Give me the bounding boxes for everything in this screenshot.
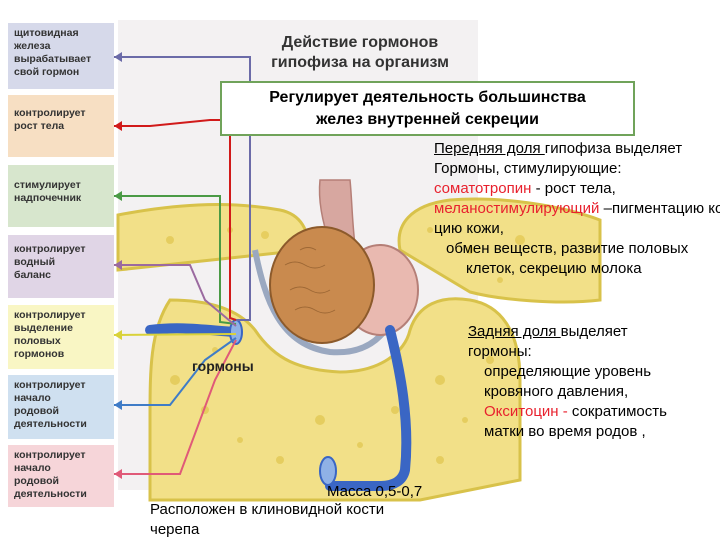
box-growth-line-1: контролирует bbox=[14, 107, 86, 119]
connector-sex bbox=[113, 333, 237, 336]
location-line-2: черепа bbox=[150, 521, 200, 538]
anterior-line-3-rest: - рост тела, bbox=[535, 180, 616, 197]
melanostimulating-label: меланостимулирующий bbox=[434, 200, 600, 217]
posterior-heading: Задняя доля bbox=[468, 323, 561, 340]
oxytocin-label: Окситоцин - bbox=[484, 403, 568, 420]
anterior-line-1: Передняя доля гипофиза выделяет bbox=[434, 139, 720, 159]
box-water: контролирует водный баланс bbox=[8, 235, 114, 298]
arrowheads bbox=[114, 52, 122, 479]
posterior-line-1-rest: выделяет bbox=[560, 323, 628, 340]
box-adrenal: стимулирует надпочечник bbox=[8, 165, 114, 227]
box-labor1-line-3: родовой bbox=[14, 405, 59, 417]
banner-line-2: желез внутренней секреции bbox=[316, 111, 539, 128]
anterior-line-4-rest: –пигментацию кожи, bbox=[603, 200, 720, 217]
anterior-heading: Передняя доля bbox=[434, 140, 545, 157]
posterior-line-1: Задняя доля выделяет bbox=[468, 322, 667, 342]
anterior-line-5: цию кожи, bbox=[434, 220, 504, 237]
box-labor2-line-4: деятельности bbox=[14, 488, 87, 500]
posterior-line-5: Окситоцин - сократимость bbox=[468, 402, 667, 422]
bone-sella bbox=[148, 297, 522, 502]
vessel-right bbox=[325, 325, 412, 491]
box-labor2-line-2: начало bbox=[14, 462, 51, 474]
posterior-lobe-text: Задняя доля выделяет гормоны: определяющ… bbox=[468, 322, 667, 442]
anterior-line-6: обмен веществ, развитие половых bbox=[446, 240, 689, 257]
connector-thyroid bbox=[114, 56, 251, 321]
box-thyroid-line-2: железа bbox=[14, 40, 51, 52]
anterior-lobe bbox=[269, 226, 375, 344]
anterior-line-1-rest: гипофиза выделяет bbox=[544, 140, 683, 157]
anterior-line-4: меланостимулирующий –пигментацию кожи, bbox=[434, 199, 720, 219]
box-sex-line-3: половых bbox=[14, 335, 61, 347]
box-sex-hormones: контролирует выделение половых гормонов bbox=[8, 305, 114, 369]
anterior-line-7: клеток, секрецию молока bbox=[466, 260, 642, 277]
box-labor2-line-1: контролирует bbox=[14, 449, 86, 461]
box-labor1-line-1: контролирует bbox=[14, 379, 86, 391]
posterior-line-2: гормоны: bbox=[468, 343, 532, 360]
function-banner: Регулирует деятельность большинства желе… bbox=[220, 81, 635, 136]
posterior-line-3: определяющие уровень bbox=[484, 363, 652, 380]
connector-labor-pink bbox=[114, 339, 237, 475]
posterior-line-6: матки во время родов , bbox=[484, 423, 646, 440]
box-sex-line-4: гормонов bbox=[14, 348, 65, 360]
vessel-left bbox=[145, 323, 240, 337]
box-thyroid-line-1: щитовидная bbox=[14, 27, 79, 39]
hormones-label: гормоны bbox=[192, 358, 254, 374]
title-line-2: гипофиза на организм bbox=[271, 54, 449, 71]
somatotropin-label: соматотропин bbox=[434, 180, 536, 197]
box-water-line-2: водный bbox=[14, 256, 56, 268]
box-thyroid-line-4: свой гормон bbox=[14, 66, 80, 78]
box-labor2-line-3: родовой bbox=[14, 475, 59, 487]
location-line-1: Расположен в клиновидной кости bbox=[150, 501, 385, 518]
box-adrenal-line-2: надпочечник bbox=[14, 192, 82, 204]
bone-upper-right bbox=[397, 197, 602, 304]
box-sex-line-1: контролирует bbox=[14, 309, 86, 321]
anterior-line-2: Гормоны, стимулирующие: bbox=[434, 160, 622, 177]
box-labor-2: контролирует начало родовой деятельности bbox=[8, 445, 114, 507]
connector-water bbox=[114, 264, 237, 327]
anterior-line-3: соматотропин - рост тела, bbox=[434, 179, 720, 199]
diagram-title: Действие гормонов гипофиза на организм bbox=[215, 33, 505, 73]
connector-adrenal bbox=[114, 195, 237, 325]
box-thyroid-line-3: вырабатывает bbox=[14, 53, 92, 65]
box-thyroid: щитовидная железа вырабатывает свой горм… bbox=[8, 23, 114, 89]
box-labor1-line-2: начало bbox=[14, 392, 51, 404]
box-growth: контролирует рост тела bbox=[8, 95, 114, 157]
banner-line-1: Регулирует деятельность большинства bbox=[269, 89, 586, 106]
mass-text: Масса 0,5-0,7 bbox=[327, 483, 423, 500]
vessel-end-bottom bbox=[319, 456, 337, 486]
box-adrenal-line-1: стимулирует bbox=[14, 179, 81, 191]
box-labor-1: контролирует начало родовой деятельности bbox=[8, 375, 114, 439]
location-text: Расположен в клиновидной кости черепа bbox=[150, 500, 384, 540]
posterior-line-4: кровяного давления, bbox=[484, 383, 629, 400]
box-growth-line-2: рост тела bbox=[14, 120, 65, 132]
title-line-1: Действие гормонов bbox=[281, 34, 439, 51]
posterior-line-5-rest: сократимость bbox=[567, 403, 667, 420]
anterior-lobe-text: Передняя доля гипофиза выделяет Гормоны,… bbox=[434, 139, 720, 279]
box-water-line-3: баланс bbox=[14, 269, 52, 281]
box-labor1-line-4: деятельности bbox=[14, 418, 87, 430]
box-water-line-1: контролирует bbox=[14, 243, 86, 255]
gland-texture bbox=[284, 247, 336, 314]
connector-labor-blue bbox=[114, 337, 237, 406]
box-sex-line-2: выделение bbox=[14, 322, 73, 334]
